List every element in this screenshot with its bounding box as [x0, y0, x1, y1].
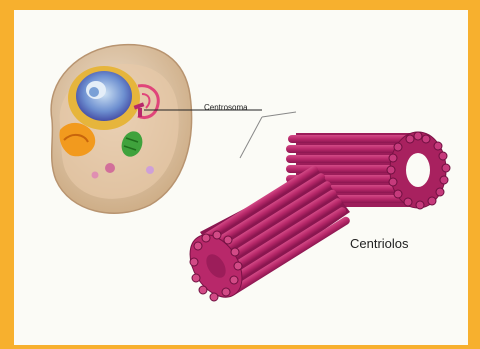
zoom-line [262, 112, 296, 117]
animal-cell [51, 45, 191, 214]
vesicle [105, 163, 115, 173]
vesicle [146, 166, 154, 174]
nucleolus-core [89, 87, 99, 97]
centriole-lower [179, 163, 354, 307]
centrosome-label: Centrosoma [204, 103, 248, 112]
nucleus [76, 71, 132, 121]
vesicle [92, 172, 99, 179]
zoom-line [240, 117, 262, 158]
centrioles-label: Centriolos [350, 236, 409, 251]
